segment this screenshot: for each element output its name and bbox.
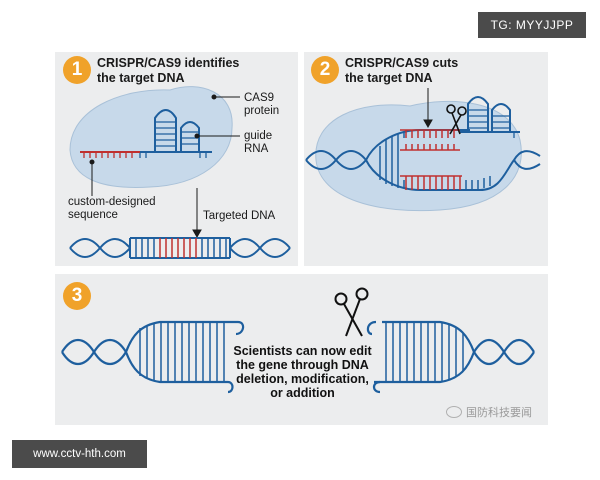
- step-2-badge: 2: [311, 56, 339, 84]
- scissors-icon-3: [334, 287, 369, 337]
- scissors-icon-2: [446, 104, 467, 135]
- guide-rna-2: [460, 96, 520, 133]
- step-1-title: CRISPR/CAS9 identifies the target DNA: [97, 56, 240, 85]
- targeted-dna-label: Targeted DNA: [203, 210, 276, 222]
- step-3-description: Scientists can now edit the gene through…: [233, 344, 372, 400]
- step-2-title: CRISPR/CAS9 cuts the target DNA: [345, 56, 459, 85]
- watermark: 国防科技要闻: [446, 404, 532, 420]
- cas9-protein-label: CAS9 protein: [244, 92, 280, 117]
- step-1-badge: 1: [63, 56, 91, 84]
- dna-helix-3: [61, 320, 535, 394]
- watermark-text: 国防科技要闻: [466, 407, 532, 419]
- custom-sequence-label: custom-designed sequence: [68, 196, 156, 221]
- tg-badge: TG: MYYJJPP: [478, 12, 586, 38]
- step-3-badge: 3: [63, 282, 91, 310]
- url-badge: www.cctv-hth.com: [12, 440, 147, 468]
- wechat-icon: [446, 406, 462, 418]
- cas9-protein-1: [69, 86, 233, 188]
- cas9-protein-2: [315, 100, 522, 212]
- step-3-panel: [55, 274, 548, 425]
- dna-helix-1: [69, 237, 291, 259]
- guide-rna-label: guide RNA: [244, 130, 273, 155]
